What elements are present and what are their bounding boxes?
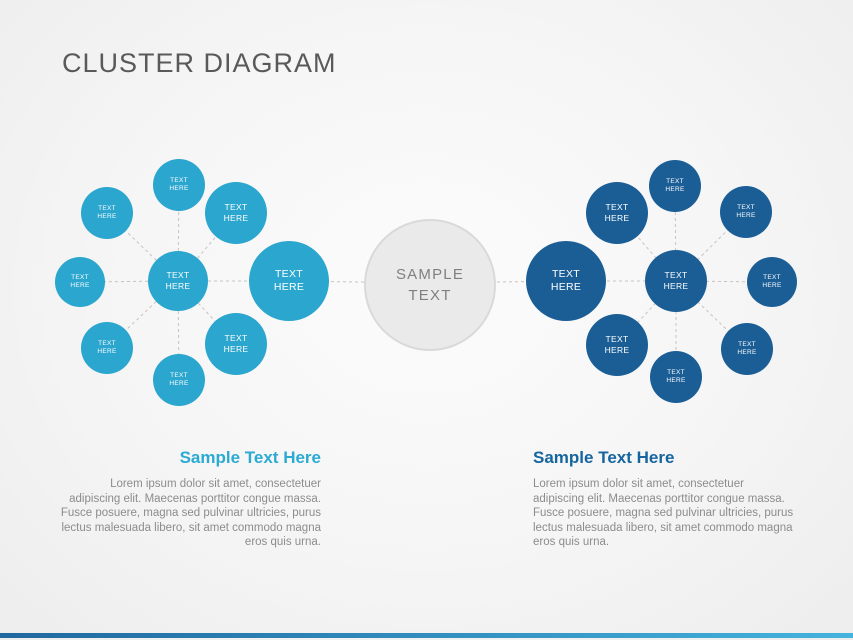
right-text-block: Sample Text Here Lorem ipsum dolor sit a…: [533, 448, 795, 550]
page-title: CLUSTER DIAGRAM: [62, 48, 337, 78]
right-text-heading: Sample Text Here: [533, 448, 675, 467]
left-text-body: Lorem ipsum dolor sit amet, consectetuer…: [60, 478, 321, 549]
footer-accent-bar: [0, 633, 853, 638]
center-node-label: SAMPLE TEXT: [395, 266, 465, 304]
connector-line: [106, 212, 179, 282]
connector-line: [675, 211, 747, 282]
connector-line: [79, 280, 179, 283]
connector-line: [177, 280, 180, 381]
center-node: SAMPLE TEXT: [364, 219, 496, 351]
left-text-heading: Sample Text Here: [179, 448, 321, 467]
left-text-block: Sample Text Here Lorem ipsum dolor sit a…: [59, 448, 321, 550]
connector-line: [675, 280, 748, 350]
right-text-body: Lorem ipsum dolor sit amet, consectetuer…: [533, 478, 794, 549]
connector-line: [106, 280, 179, 349]
